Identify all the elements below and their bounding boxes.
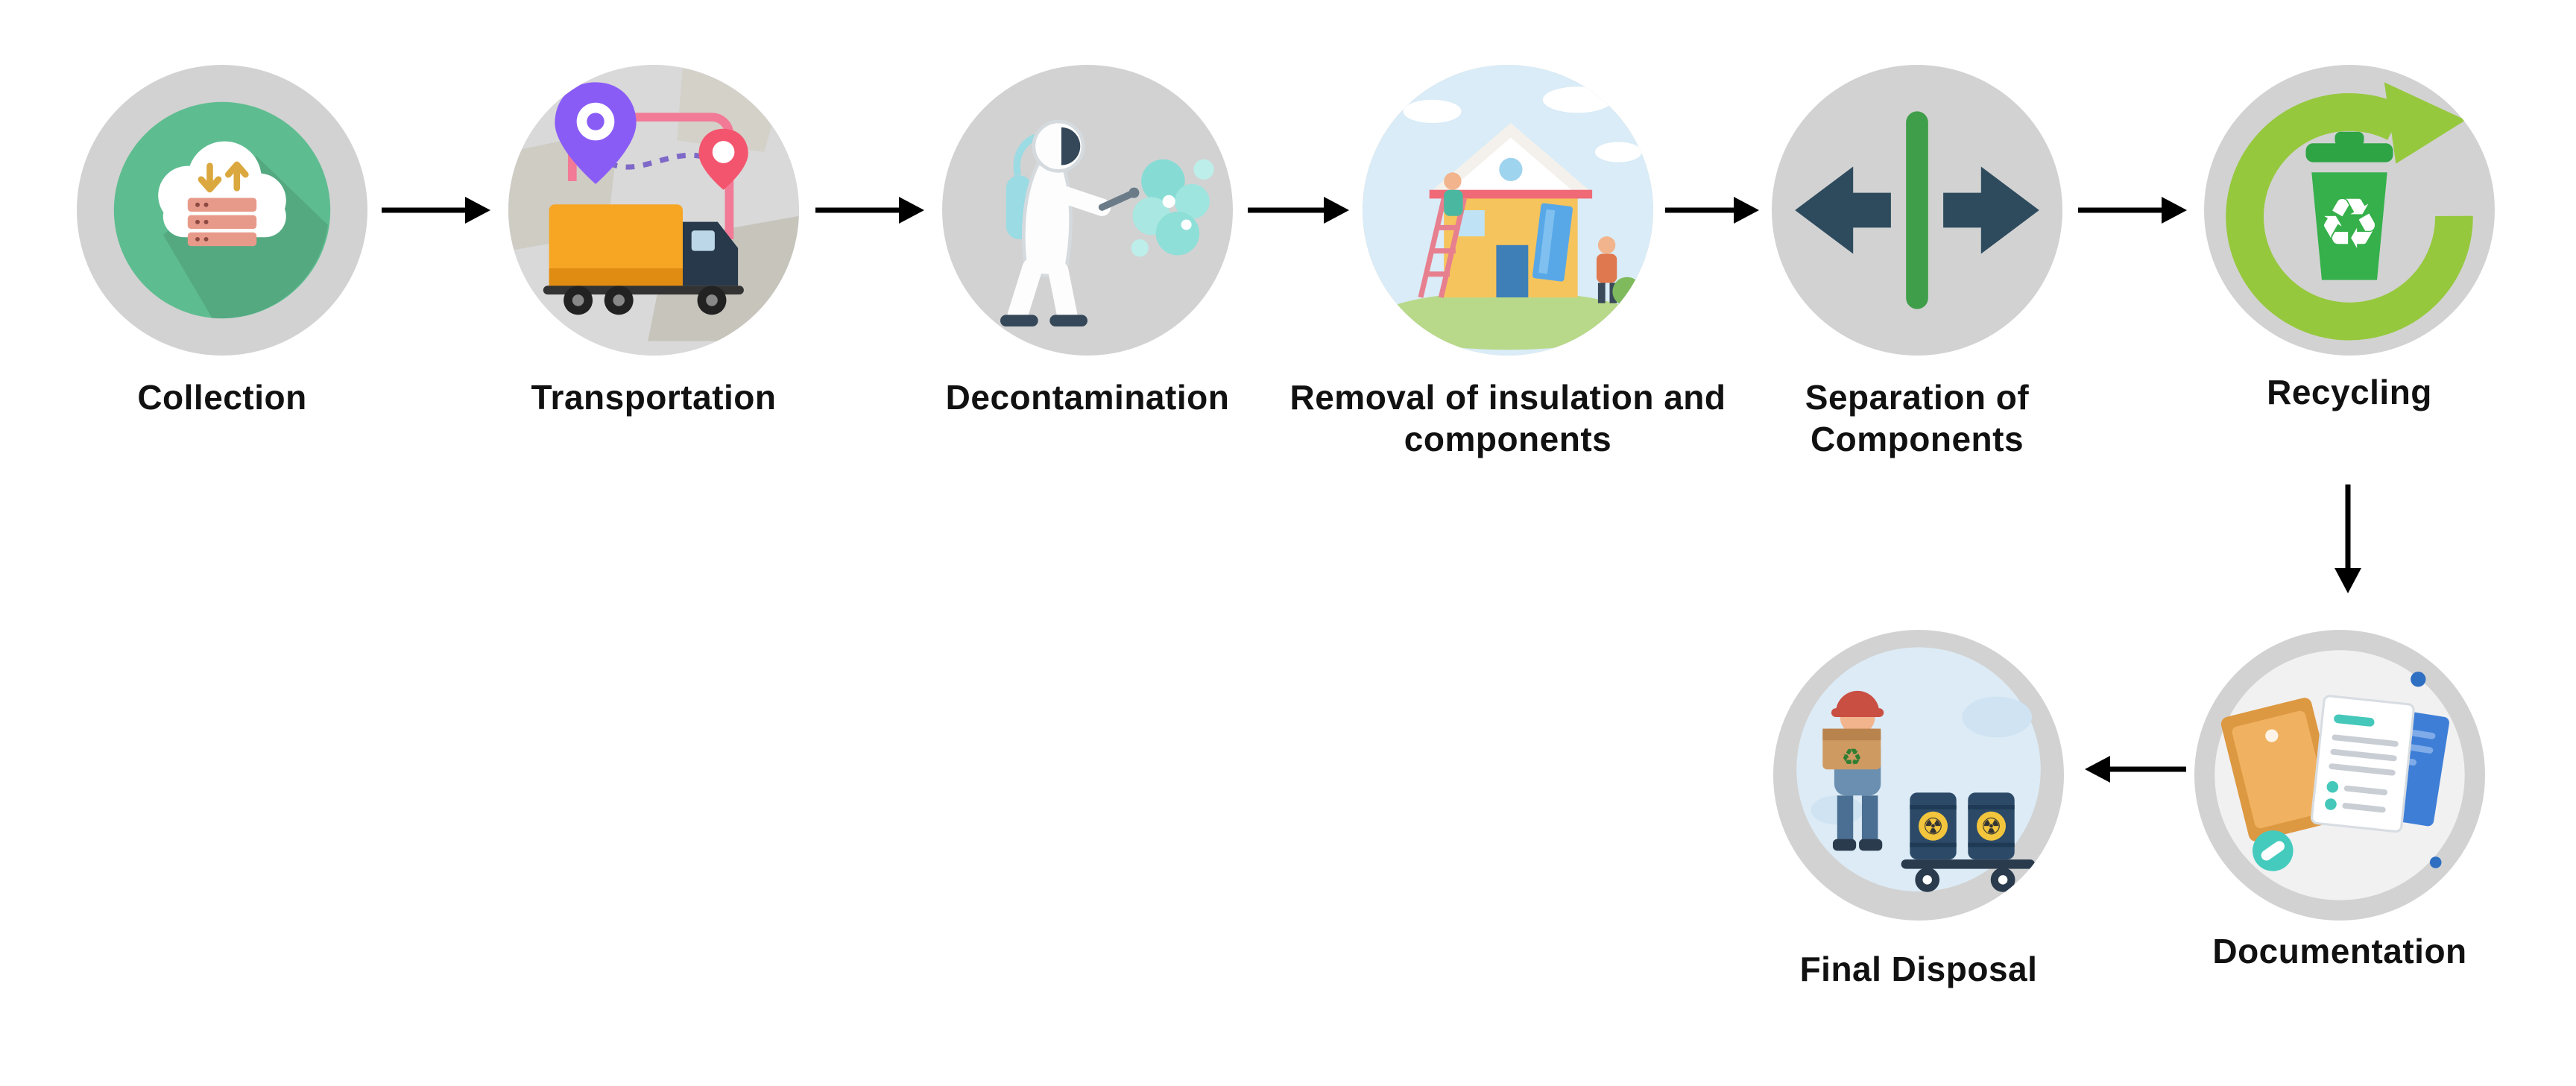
node-label-transportation: Transportation (531, 378, 777, 417)
node-label-collection: Collection (137, 378, 307, 417)
worker-barrels-icon: ☢ ☢ ♻ (1796, 647, 2041, 892)
svg-text:♻: ♻ (1841, 744, 1862, 771)
svg-text:♻: ♻ (2318, 184, 2381, 265)
node-label-recycling: Recycling (2267, 373, 2432, 411)
node-label-documentation: Documentation (2212, 932, 2467, 970)
documents-folder-icon (2214, 650, 2465, 900)
node-label-separation-components: Separation of Components (1805, 378, 2030, 459)
arrow-decontamination-to-removal (1248, 197, 1349, 224)
truck-map-icon (508, 65, 799, 356)
hazmat-sprayer-icon (1000, 119, 1214, 326)
arrow-transportation-to-decontamination (815, 197, 924, 224)
node-label-removal-insulation: Removal of insulation and components (1289, 378, 1726, 459)
svg-text:☢: ☢ (1981, 814, 2002, 841)
arrow-collection-to-transportation (382, 197, 490, 224)
recycle-bin-icon: ♻ (2226, 82, 2473, 341)
arrow-documentation-to-final-disposal (2085, 756, 2186, 783)
svg-text:☢: ☢ (1923, 814, 1944, 841)
node-documentation (2194, 630, 2485, 921)
house-insulation-icon (1363, 65, 1653, 356)
arrow-removal-to-separation (1665, 197, 1759, 224)
cloud-storage-icon (113, 101, 331, 319)
node-removal-insulation (1363, 65, 1653, 356)
node-final-disposal: ☢ ☢ ♻ (1773, 630, 2064, 921)
arrow-separation-to-recycling (2078, 197, 2187, 224)
split-arrows-icon (1795, 111, 2039, 309)
node-label-decontamination: Decontamination (945, 378, 1230, 417)
node-decontamination (942, 65, 1233, 356)
node-collection (77, 65, 367, 356)
arrow-recycling-to-documentation (2334, 484, 2361, 593)
node-separation-components (1772, 65, 2062, 356)
node-label-final-disposal: Final Disposal (1799, 950, 2038, 988)
node-transportation (508, 65, 799, 356)
node-recycling: ♻ (2204, 65, 2495, 356)
